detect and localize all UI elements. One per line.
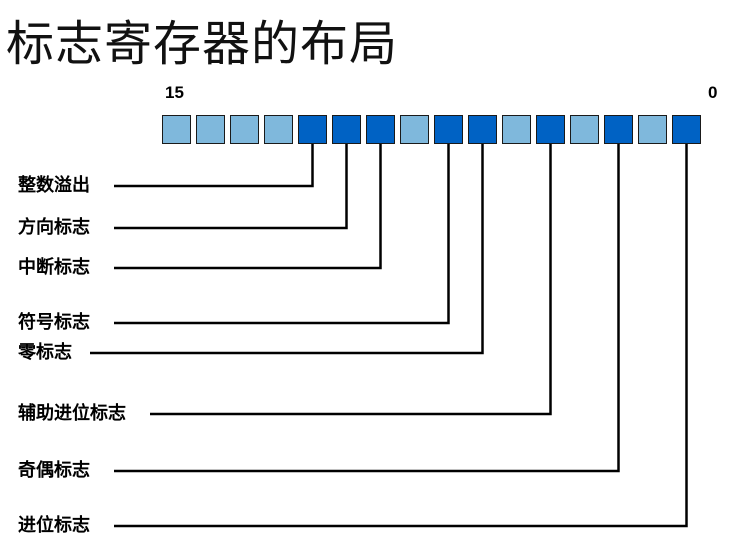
bit-10-cell xyxy=(332,115,361,144)
flag-label-bit-7: 符号标志 xyxy=(18,312,90,333)
leader-line-bit-0 xyxy=(114,144,688,528)
flag-label-bit-11: 整数溢出 xyxy=(18,175,90,196)
leader-line-bit-6 xyxy=(90,144,484,355)
bit-0-cell xyxy=(672,115,701,144)
bit-1-cell xyxy=(638,115,667,144)
flag-label-bit-9: 中断标志 xyxy=(18,257,90,278)
bit-5-cell xyxy=(502,115,531,144)
bit-6-cell xyxy=(468,115,497,144)
leader-line-bit-9 xyxy=(114,144,382,270)
bit-8-cell xyxy=(400,115,429,144)
bit-9-cell xyxy=(366,115,395,144)
high-bit-index: 15 xyxy=(165,83,184,102)
leader-line-bit-10 xyxy=(114,144,348,230)
low-bit-index: 0 xyxy=(708,83,718,102)
bit-2-cell xyxy=(604,115,633,144)
bit-11-cell xyxy=(298,115,327,144)
leader-line-bit-2 xyxy=(114,144,620,473)
bit-14-cell xyxy=(196,115,225,144)
leader-line-bit-11 xyxy=(114,144,314,188)
bit-12-cell xyxy=(264,115,293,144)
bit-7-cell xyxy=(434,115,463,144)
bit-3-cell xyxy=(570,115,599,144)
flag-label-bit-6: 零标志 xyxy=(18,342,72,363)
flags-register xyxy=(162,115,701,144)
flag-label-bit-2: 奇偶标志 xyxy=(18,460,90,481)
diagram-title: 标志寄存器的布局 xyxy=(6,16,399,72)
leader-line-bit-7 xyxy=(114,144,450,325)
bit-13-cell xyxy=(230,115,259,144)
flag-label-bit-0: 进位标志 xyxy=(18,515,90,536)
bit-15-cell xyxy=(162,115,191,144)
bit-4-cell xyxy=(536,115,565,144)
leader-line-bit-4 xyxy=(150,144,552,416)
flag-label-bit-10: 方向标志 xyxy=(18,217,90,238)
flag-label-bit-4: 辅助进位标志 xyxy=(18,403,126,424)
